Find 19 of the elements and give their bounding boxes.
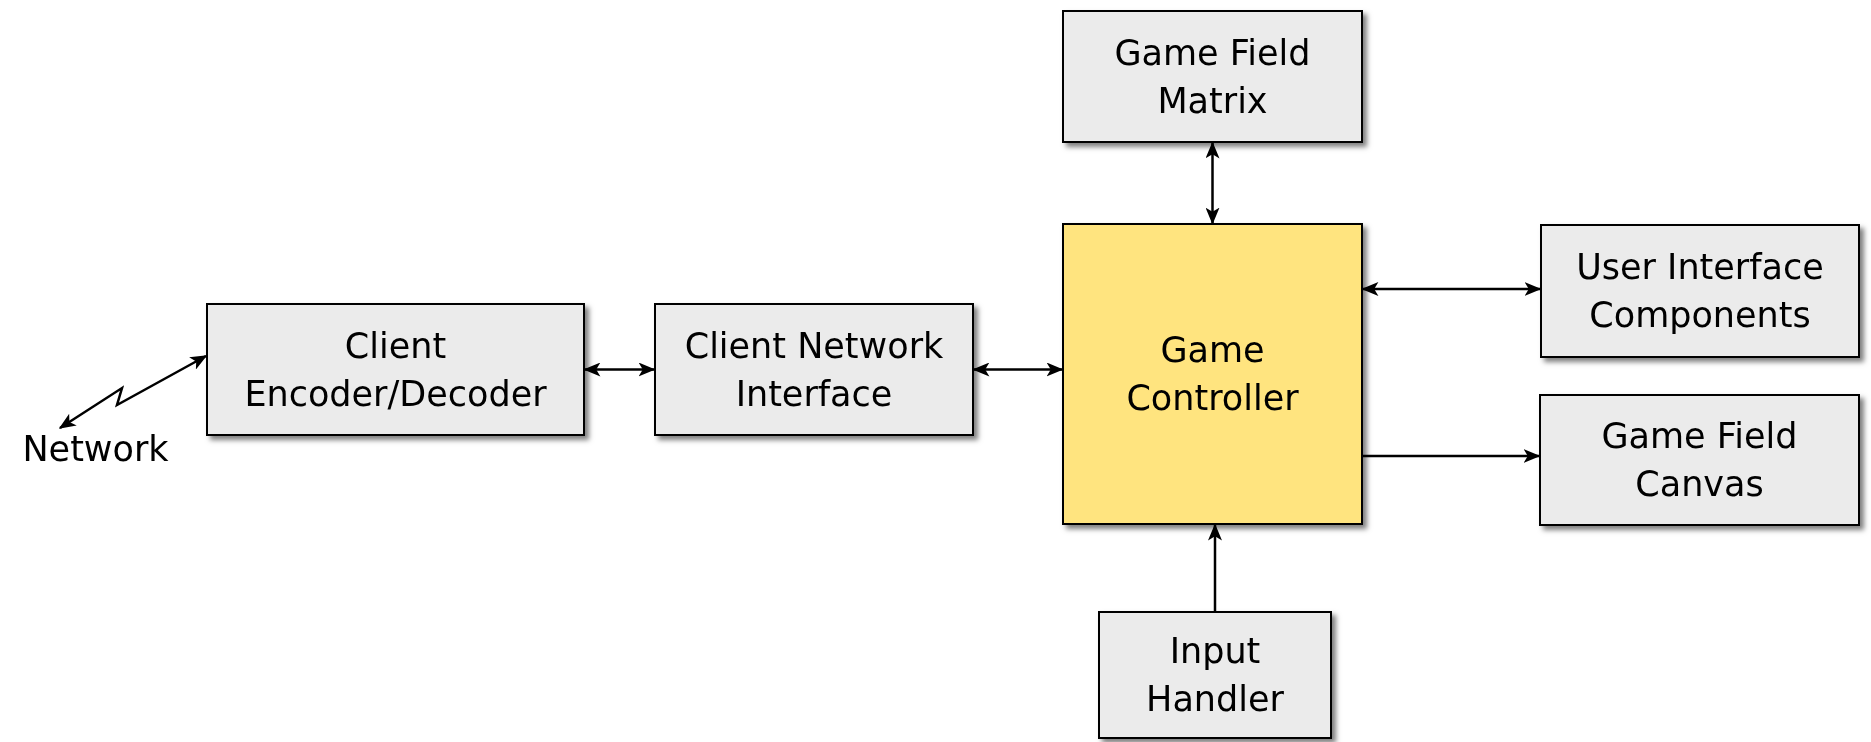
- arrow: [1363, 449, 1541, 463]
- arrow: [1208, 523, 1222, 611]
- box-label: Client Encoder/Decoder: [243, 324, 548, 416]
- box-label: Client Network Interface: [683, 324, 945, 416]
- arrow: [1205, 141, 1220, 225]
- process-box: [654, 303, 974, 436]
- box-label: Game Field Canvas: [1600, 415, 1799, 506]
- process-box: [206, 303, 585, 436]
- process-box: [1062, 10, 1363, 143]
- box-label: Input Handler: [1145, 630, 1285, 721]
- process-box: [1539, 394, 1860, 526]
- box-label: Game Controller: [1125, 329, 1300, 420]
- process-box: [1540, 224, 1860, 358]
- controller-box: [1062, 223, 1363, 525]
- process-box: [1098, 611, 1332, 739]
- box-label: Game Field Matrix: [1113, 31, 1312, 123]
- network-label: Network: [21, 428, 170, 471]
- lightning-arrow: [58, 354, 208, 430]
- box-label: User Interface Components: [1575, 246, 1825, 337]
